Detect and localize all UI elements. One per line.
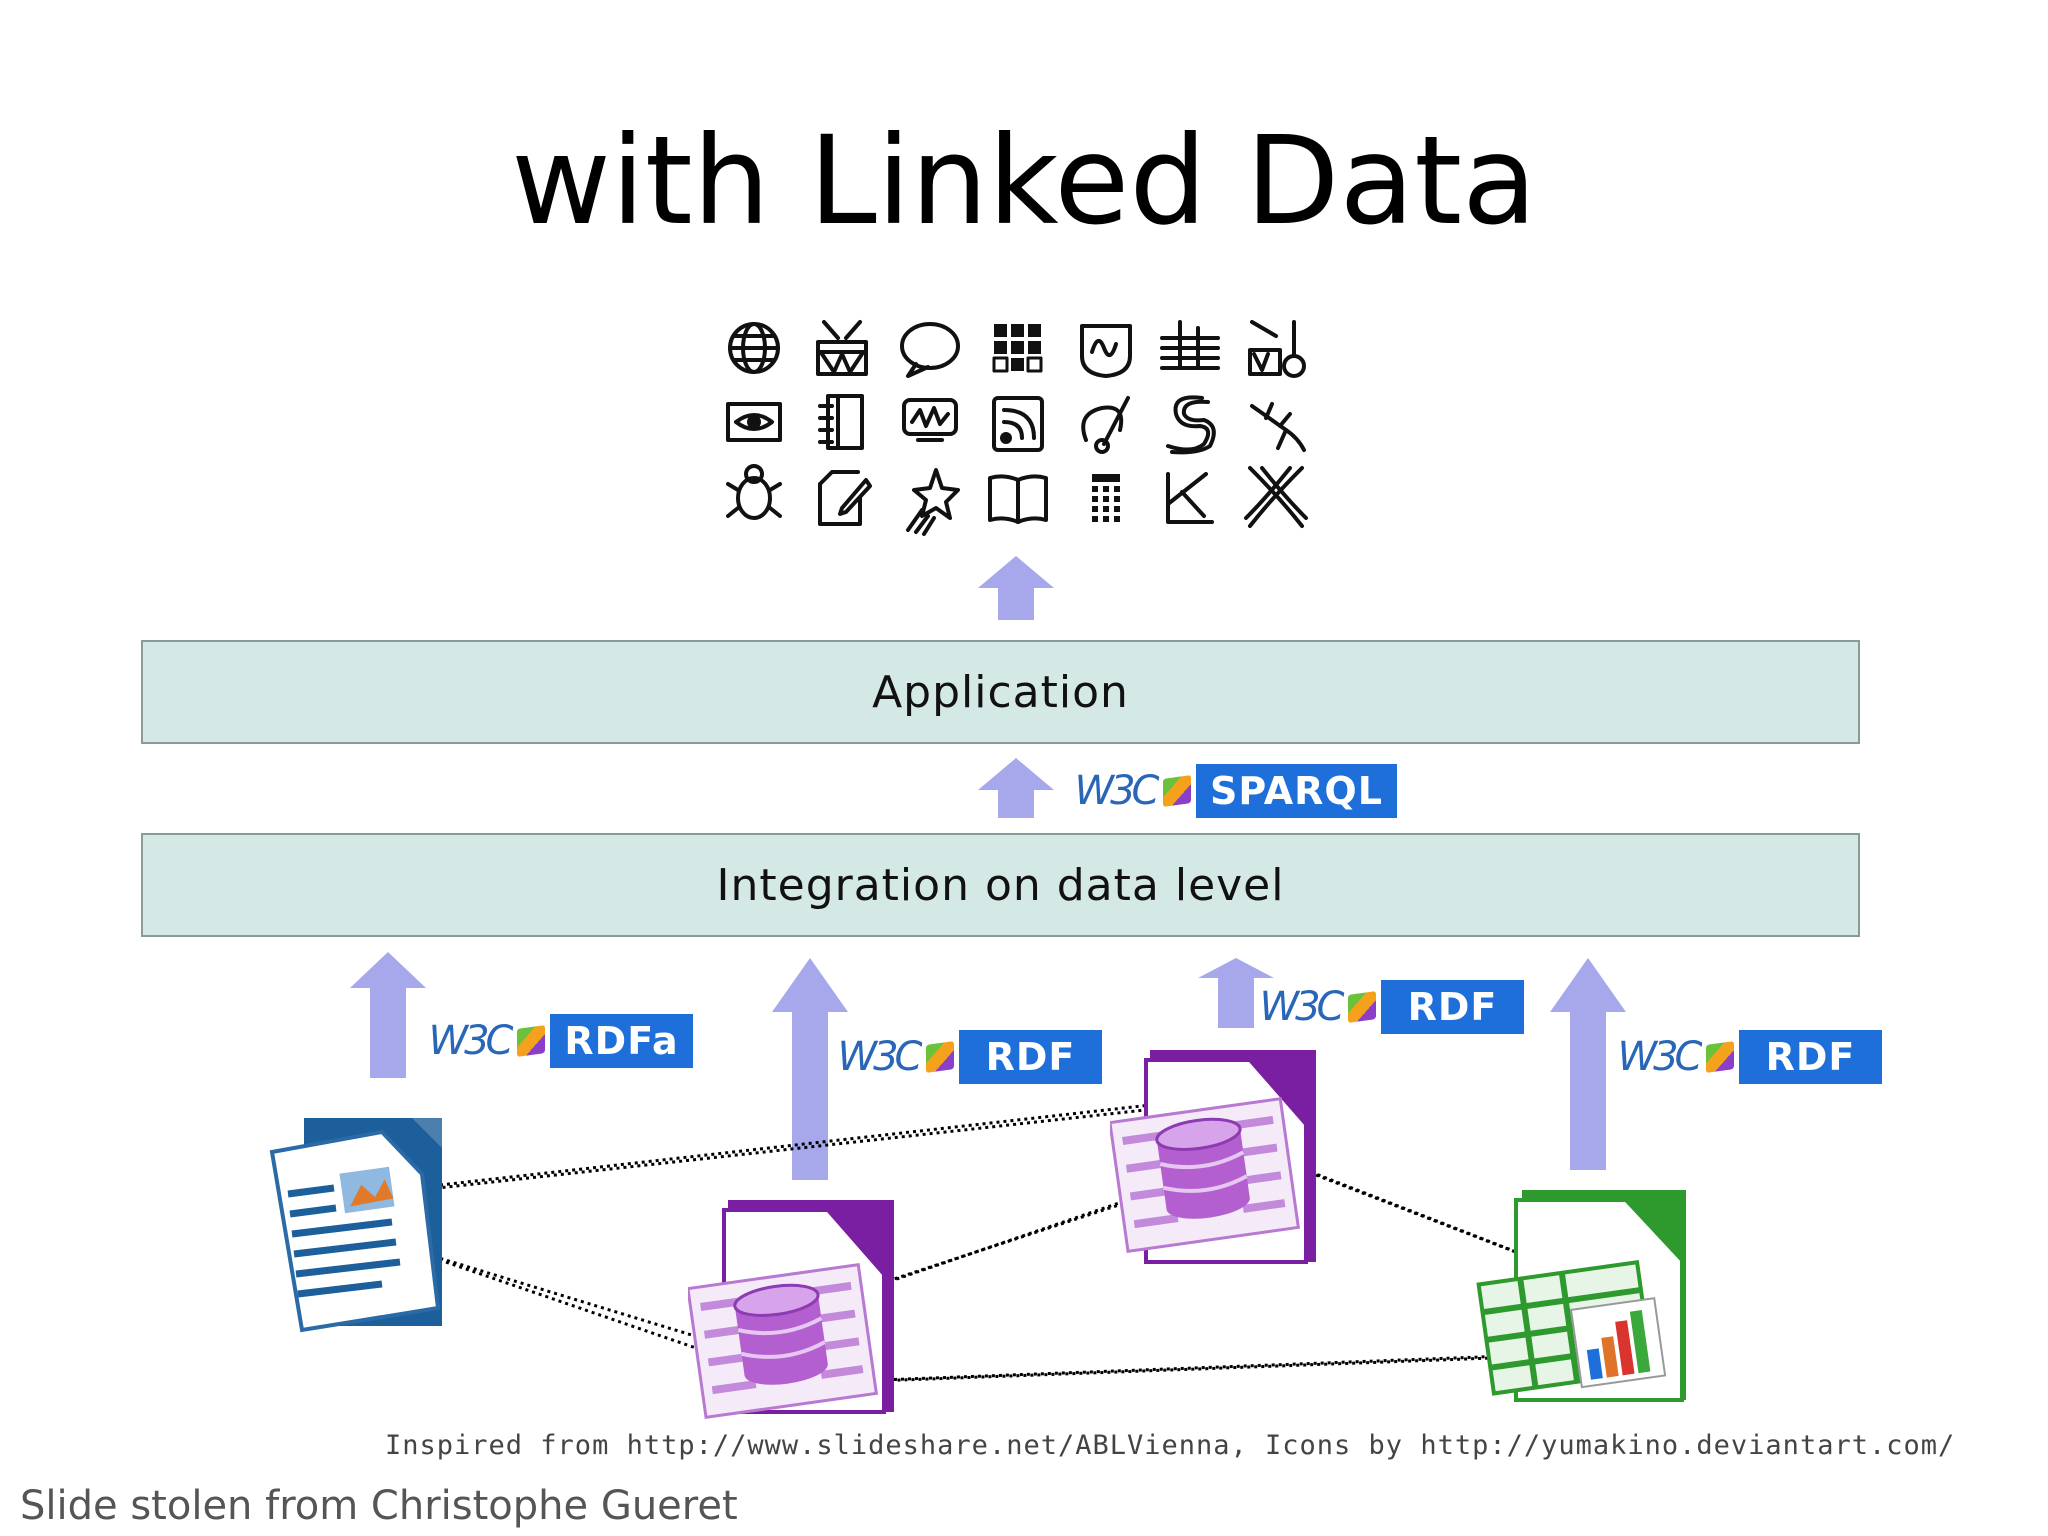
w3c-logo: W3C bbox=[1255, 980, 1381, 1034]
calc-spreadsheet-icon bbox=[1476, 1190, 1686, 1402]
w3c-cube-icon bbox=[926, 1041, 955, 1073]
base-database-icon-2 bbox=[1110, 1050, 1316, 1264]
rdf-badge-1: W3C RDF bbox=[833, 1030, 1102, 1084]
rdf-tag-1: RDF bbox=[959, 1030, 1102, 1084]
arrow-up-base2 bbox=[1198, 958, 1274, 1028]
rdfa-tag: RDFa bbox=[550, 1014, 693, 1068]
integration-layer-label: Integration on data level bbox=[716, 859, 1285, 911]
notebook-icon bbox=[818, 394, 864, 450]
w3c-logo: W3C bbox=[833, 1030, 959, 1084]
rdf-tag-3: RDF bbox=[1739, 1030, 1882, 1084]
waveform-icon bbox=[1080, 324, 1132, 378]
book-icon bbox=[988, 474, 1048, 524]
sparql-tag: SPARQL bbox=[1196, 764, 1397, 818]
rdf-badge-2: W3C RDF bbox=[1255, 980, 1524, 1034]
rss-icon bbox=[992, 396, 1044, 452]
drum-icon bbox=[816, 320, 868, 376]
instruments-icon bbox=[1248, 320, 1306, 378]
rdfa-badge: W3C RDFa bbox=[424, 1014, 693, 1068]
rdf-badge-3: W3C RDF bbox=[1613, 1030, 1882, 1084]
bird-icon bbox=[1250, 402, 1306, 452]
arrow-up-app-to-icons bbox=[978, 556, 1054, 620]
w3c-cube-icon bbox=[517, 1025, 546, 1057]
rdf-tag-2: RDF bbox=[1381, 980, 1524, 1034]
writer-document-icon bbox=[269, 1118, 442, 1333]
bug-icon bbox=[726, 464, 782, 520]
application-layer-label: Application bbox=[872, 666, 1129, 718]
sparql-badge: W3C SPARQL bbox=[1070, 764, 1397, 818]
speech-bubble-icon bbox=[900, 322, 960, 378]
calculator-icon bbox=[1092, 474, 1120, 522]
slide-note: Slide stolen from Christophe Gueret bbox=[20, 1483, 738, 1529]
slide-title: with Linked Data bbox=[511, 110, 1537, 252]
w3c-cube-icon bbox=[1163, 775, 1192, 807]
edit-icon bbox=[818, 470, 872, 526]
w3c-logo: W3C bbox=[424, 1014, 550, 1068]
w3c-logo: W3C bbox=[1070, 764, 1196, 818]
w3c-logo: W3C bbox=[1613, 1030, 1739, 1084]
arrow-up-integration-to-app bbox=[978, 758, 1054, 818]
globe-icon bbox=[728, 322, 780, 374]
integration-layer: Integration on data level bbox=[141, 833, 1860, 937]
arrow-up-calc bbox=[1550, 958, 1626, 1170]
link-base2-to-writer bbox=[417, 1103, 1191, 1199]
star-icon bbox=[906, 468, 960, 536]
eye-icon bbox=[726, 402, 782, 442]
app-icon-grid bbox=[726, 320, 1308, 536]
link-base1-to-calc bbox=[879, 1342, 1613, 1382]
x-icon bbox=[1244, 466, 1308, 528]
link-writer-to-base2 bbox=[439, 1091, 1198, 1187]
music-score-icon bbox=[1160, 320, 1220, 370]
sign-icon bbox=[1166, 472, 1214, 524]
grid-icon bbox=[992, 324, 1043, 373]
monitor-wave-icon bbox=[902, 398, 958, 442]
snake-icon bbox=[1166, 395, 1216, 455]
arrow-up-base1 bbox=[772, 958, 848, 1180]
application-layer: Application bbox=[141, 640, 1860, 744]
arrow-up-writer bbox=[350, 952, 426, 1078]
w3c-cube-icon bbox=[1706, 1041, 1735, 1073]
w3c-cube-icon bbox=[1348, 991, 1377, 1023]
credit-text: Inspired from http://www.slideshare.net/… bbox=[385, 1430, 1956, 1461]
paint-icon bbox=[1081, 396, 1130, 454]
base-database-icon-1 bbox=[688, 1200, 894, 1420]
